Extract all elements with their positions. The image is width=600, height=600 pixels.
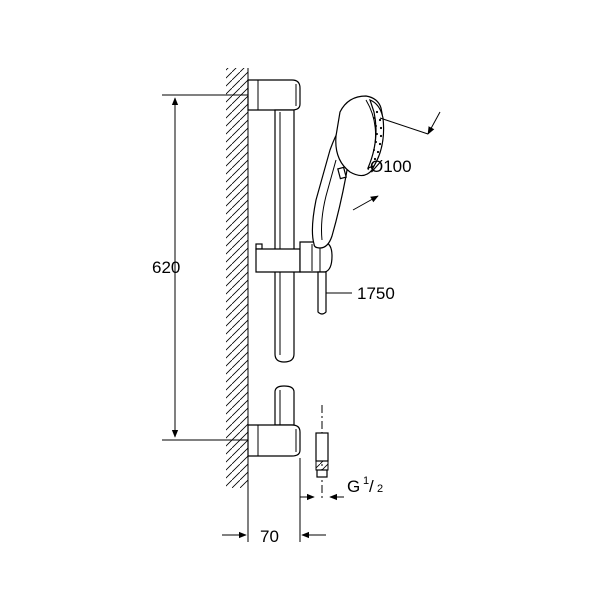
dimension-hose-length: 1750	[326, 284, 395, 303]
connection-prefix-label: G	[347, 477, 360, 496]
hand-shower	[311, 95, 385, 249]
shower-rail-upper	[274, 109, 295, 363]
dimension-head-diameter: Ø100	[352, 111, 441, 211]
rail-length-label: 620	[152, 258, 180, 277]
connection-fraction-slash: /	[369, 477, 374, 496]
dimension-wall-offset: 70	[222, 458, 326, 546]
hose-connector	[315, 405, 329, 500]
connection-denominator-label: 2	[377, 483, 383, 495]
hose	[317, 271, 327, 315]
connection-numerator-label: 1	[363, 475, 369, 487]
head-diameter-label: Ø100	[370, 157, 412, 176]
shower-rail-lower	[274, 385, 295, 426]
dimension-connection-thread: G 1 / 2	[300, 475, 383, 501]
top-wall-bracket	[247, 79, 301, 111]
dimension-rail-length: 620	[152, 94, 248, 441]
bottom-wall-bracket	[247, 424, 301, 457]
hose-length-label: 1750	[357, 284, 395, 303]
wall-offset-label: 70	[260, 527, 279, 546]
spray-nozzles	[373, 110, 383, 161]
wall	[226, 68, 249, 488]
